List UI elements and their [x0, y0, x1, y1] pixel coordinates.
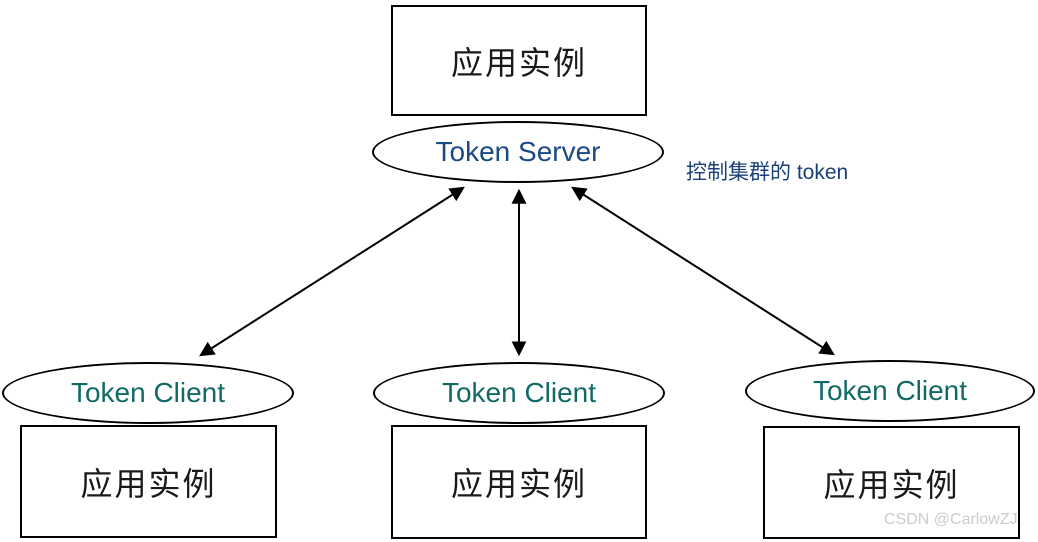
app-instance-box-top: 应用实例: [391, 5, 647, 116]
token-client-label: Token Client: [812, 375, 968, 406]
app-instance-label: 应用实例: [450, 466, 587, 502]
app-instance-box-left: 应用实例: [20, 425, 277, 538]
token-client-label: Token Client: [70, 377, 226, 408]
app-instance-box-right: 应用实例: [763, 426, 1020, 539]
cluster-token-annotation: 控制集群的 token: [686, 161, 849, 184]
token-client-ellipse-left: Token Client: [2, 362, 294, 424]
app-instance-box-middle: 应用实例: [391, 425, 647, 539]
token-client-ellipse-middle: Token Client: [373, 362, 665, 424]
token-client-label: Token Client: [441, 377, 597, 408]
token-server-label: Token Server: [435, 136, 601, 167]
app-instance-label: 应用实例: [823, 466, 960, 503]
token-server-ellipse: Token Server: [372, 121, 664, 183]
arrow-server-client-right: [571, 186, 835, 356]
csdn-watermark: CSDN @CarlowZJ: [884, 511, 1018, 528]
arrow-server-client-left: [199, 186, 465, 357]
app-instance-label: 应用实例: [450, 44, 587, 81]
token-client-ellipse-right: Token Client: [745, 360, 1035, 422]
app-instance-label: 应用实例: [80, 465, 217, 502]
